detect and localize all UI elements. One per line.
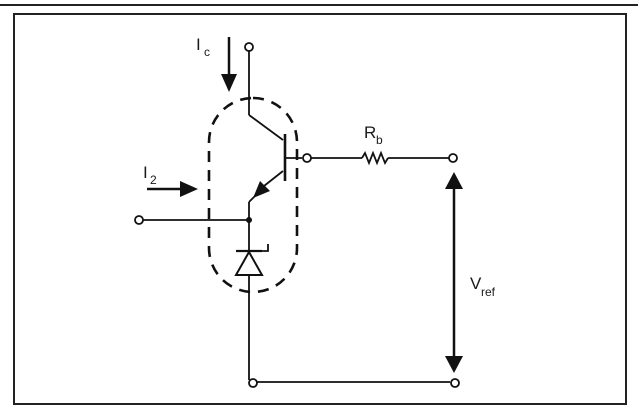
zener-flag [262, 244, 269, 252]
label-rb-sub: b [376, 133, 383, 147]
label-i2-main: I [143, 163, 148, 182]
package-outline [207, 96, 299, 294]
label-vref-sub: ref [481, 285, 496, 299]
rb-terminal[interactable] [448, 153, 458, 163]
collector-terminal[interactable] [244, 42, 254, 52]
label-ic-sub: c [204, 45, 210, 59]
emitter-lead [248, 193, 258, 203]
label-ic-main: I [196, 35, 201, 54]
vref-arrow [445, 172, 463, 373]
bottom-right-terminal[interactable] [450, 378, 460, 388]
label-vref: V ref [470, 274, 496, 299]
label-rb: R b [364, 123, 383, 147]
arrow-i2 [147, 181, 198, 197]
emitter-diagonal [263, 170, 284, 187]
bottom-left-terminal[interactable] [248, 378, 258, 388]
diagram-frame [13, 13, 627, 405]
transistor [248, 101, 287, 218]
label-rb-main: R [364, 123, 376, 142]
resistor-rb [361, 150, 389, 166]
base-terminal[interactable] [302, 153, 312, 163]
zener-diode [234, 220, 269, 380]
label-i2: I 2 [143, 163, 157, 187]
arrow-ic [221, 37, 237, 92]
emitter-arrow [253, 181, 270, 198]
collector-diagonal [248, 114, 284, 141]
zener-triangle [234, 249, 264, 276]
label-vref-main: V [470, 274, 482, 293]
label-i2-sub: 2 [150, 173, 157, 187]
input-terminal[interactable] [134, 215, 144, 225]
label-ic: I c [196, 35, 210, 59]
